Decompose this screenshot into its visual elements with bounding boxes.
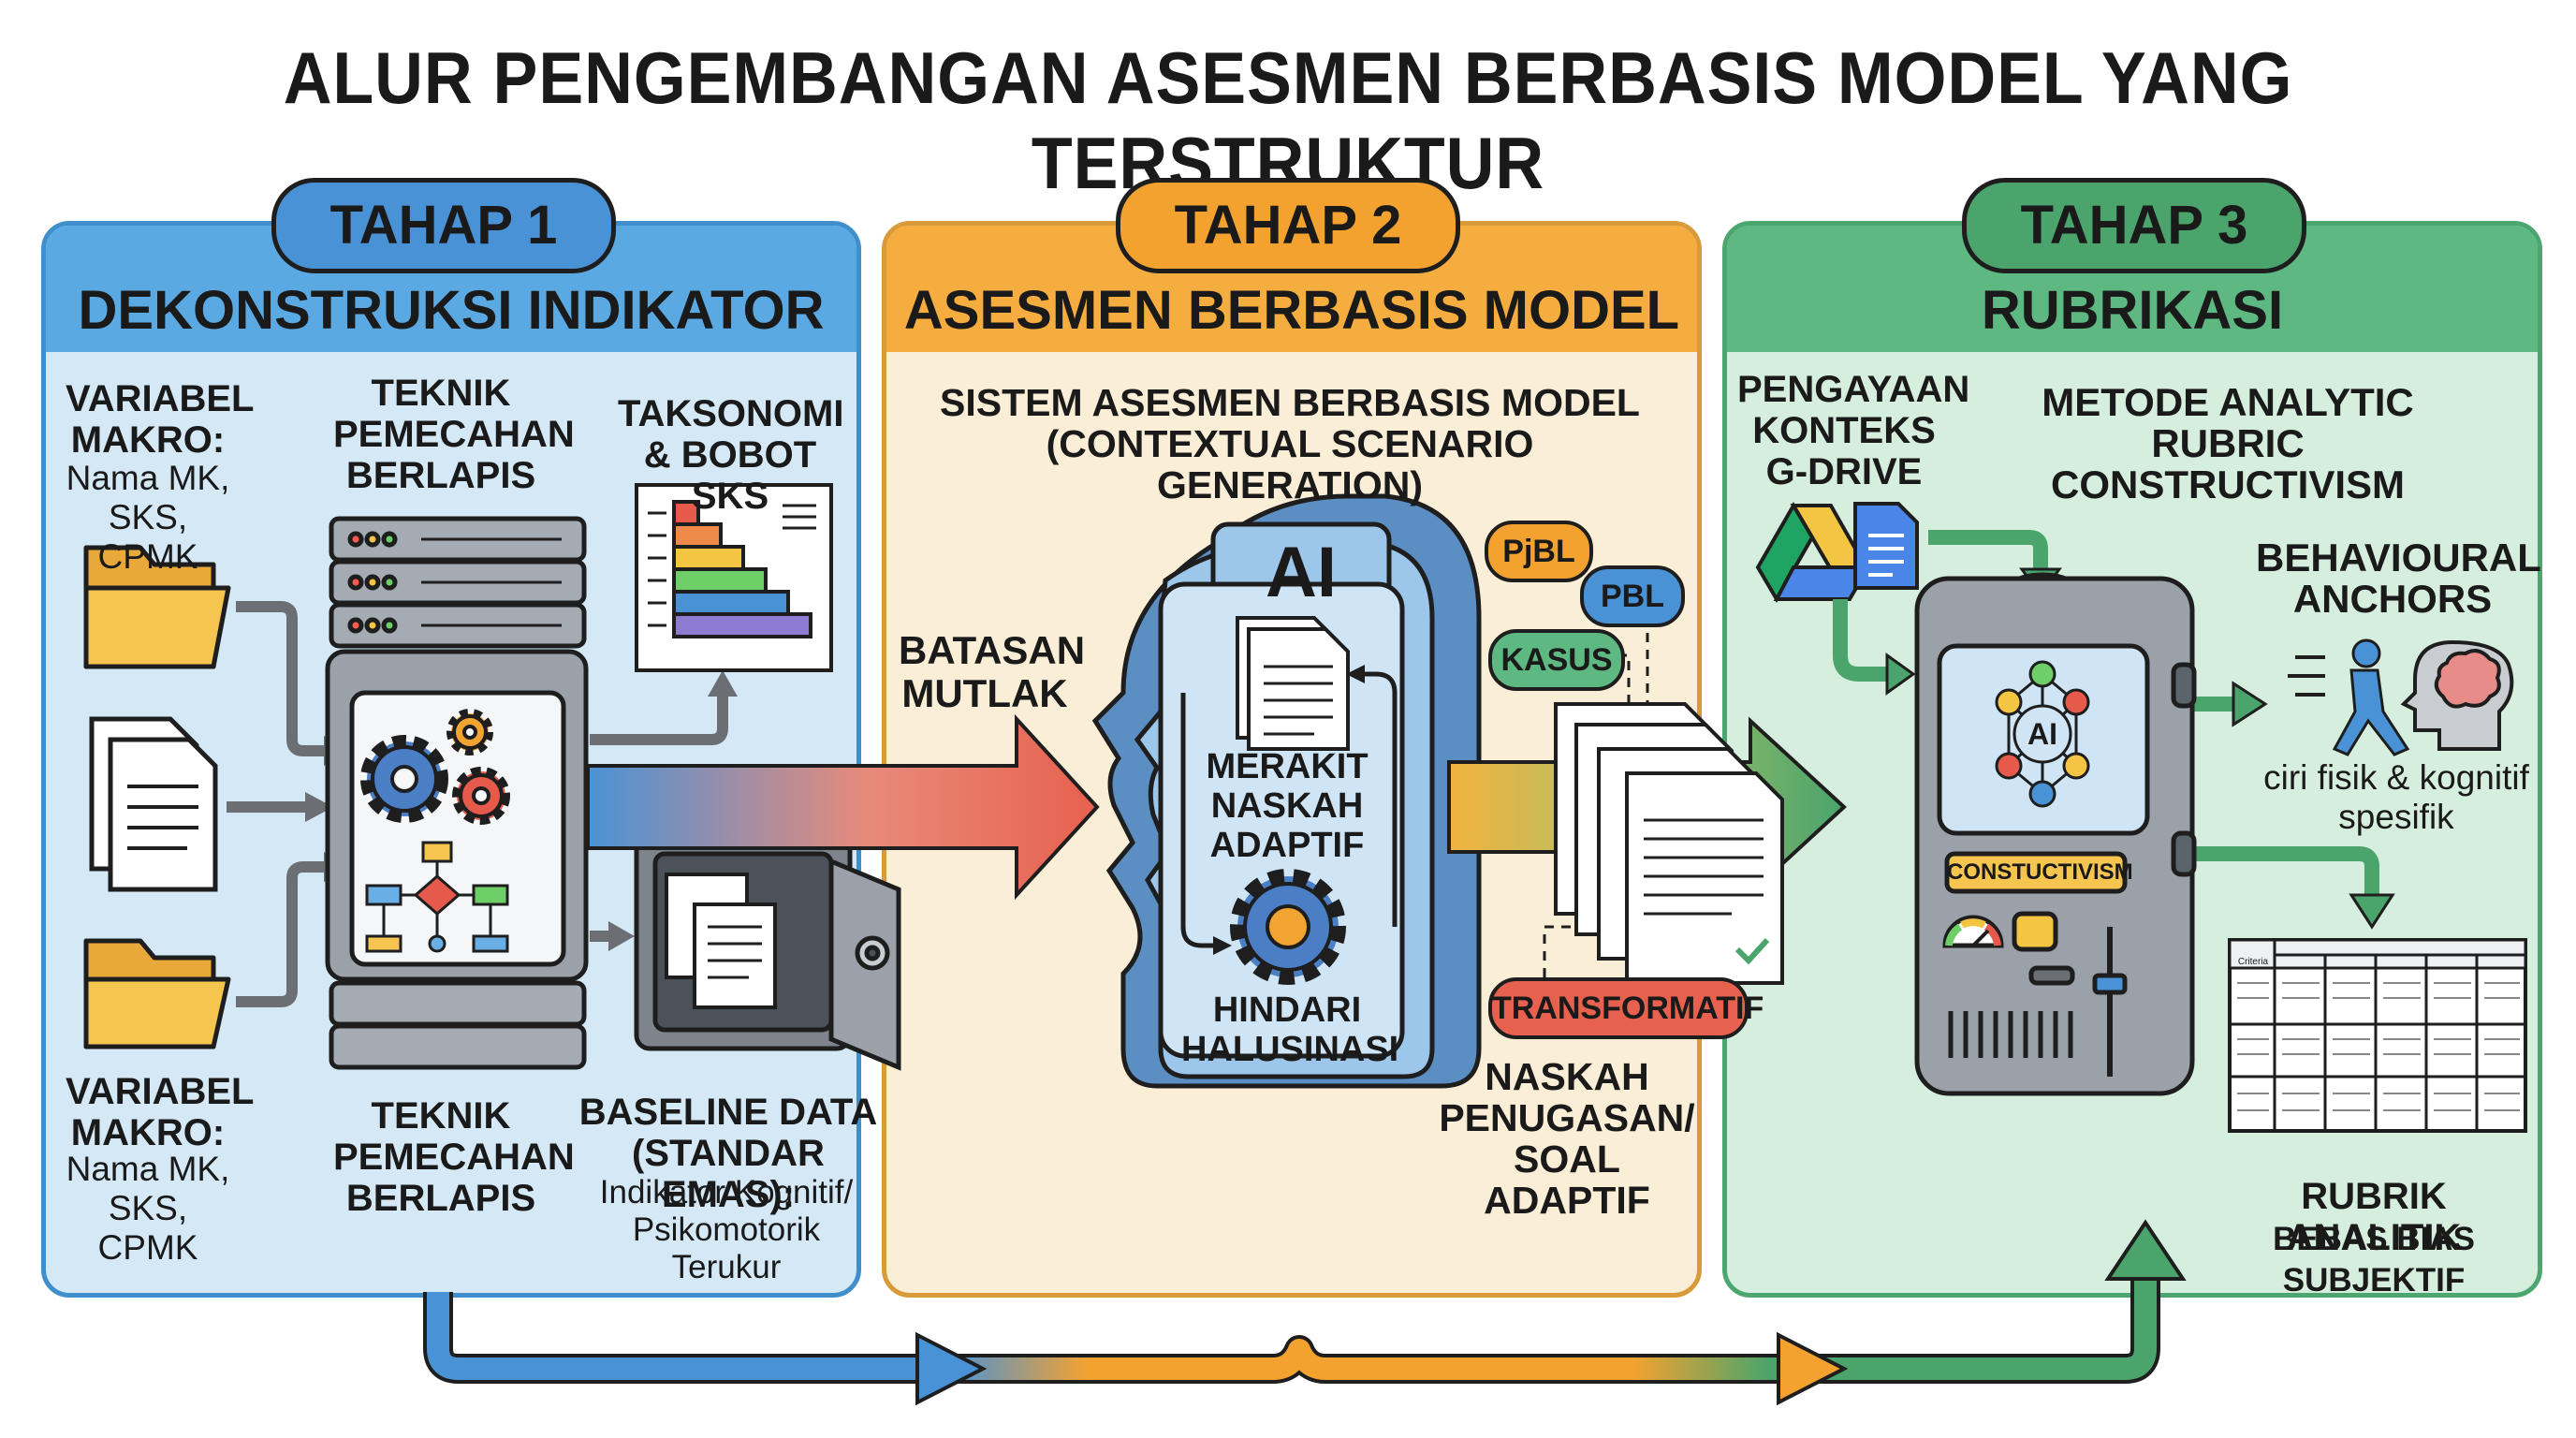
tag-kasus: KASUS [1488, 629, 1625, 691]
stage1-title: DEKONSTRUKSI INDIKATOR [78, 280, 825, 341]
walking-person-icon [2288, 638, 2410, 756]
safe-icon [634, 832, 901, 1071]
hindari-label: HINDARI HALUSINASI [1181, 990, 1399, 1069]
ai-node-label: AI [2027, 717, 2057, 751]
stage1-pill: TAHAP 1 [271, 178, 616, 273]
document-icon [1236, 616, 1350, 751]
taksonomi-label: TAKSONOMI & BOBOT SKS [618, 393, 844, 517]
merakit-label: MERAKIT NASKAH ADAPTIF [1206, 747, 1368, 865]
folder-icon [83, 545, 231, 669]
stage3-pill: TAHAP 3 [1962, 178, 2306, 273]
baseline-heading: BASELINE DATA (STANDAR EMAS): [578, 1092, 878, 1215]
document-icon [1554, 702, 1784, 985]
ai-label: AI [1266, 533, 1337, 612]
bar-chart-icon [635, 483, 833, 672]
var-makro-bottom-heading: VARIABEL MAKRO: [66, 1071, 255, 1153]
behavioural-anchors-label: BEHAVIOURAL ANCHORS [2256, 536, 2541, 621]
checkmark-icon [1734, 937, 1770, 965]
up-arrow [590, 693, 728, 745]
pengayaan-label: PENGAYAAN KONTEKS G-DRIVE [1737, 369, 1970, 492]
metode-label: METODE ANALYTIC RUBRIC CONSTRUCTIVISM [2042, 380, 2414, 506]
flowchart-icon [365, 841, 509, 953]
tag-transformatif: TRANSFORMATIF [1488, 977, 1764, 1039]
tag-pjbl: PjBL [1485, 521, 1593, 582]
stage2-title: ASESMEN BERBASIS MODEL [903, 280, 1680, 341]
var-makro-top-heading: VARIABEL MAKRO: [66, 378, 255, 461]
stage2-pill: TAHAP 2 [1116, 178, 1460, 273]
rubric-table-header: Criteria [2237, 957, 2269, 967]
page-title: ALUR PENGEMBANGAN ASESMEN BERBASIS MODEL… [283, 37, 2293, 204]
teknik-pemecahan-top: TEKNIK PEMECAHAN BERLAPIS [333, 373, 575, 496]
gears-icon [360, 709, 510, 825]
document-icon [89, 716, 218, 892]
big-flow-arrow [586, 713, 1100, 901]
input-arrows [227, 601, 328, 1007]
ciri-label: ciri fisik & kognitif spesifik [2263, 758, 2529, 836]
tag-pbl: PBL [1580, 565, 1685, 627]
ai-network-icon [1995, 660, 2090, 808]
rubric-table-icon [2228, 938, 2527, 1133]
rubrik-subtitle: BEBAS BIAS SUBJEKTIF [2273, 1221, 2475, 1299]
constuctivism-label: CONSTUCTIVISM [1947, 859, 2133, 885]
google-drive-icon [1755, 502, 1872, 603]
system-label: SISTEM ASESMEN BERBASIS MODEL (CONTEXTUA… [940, 381, 1640, 506]
baseline-text: Indikator Kognitif/ Psikomotorik Terukur [599, 1174, 854, 1285]
batasan-mutlak-label: BATASAN MUTLAK [899, 628, 1086, 715]
brain-head-icon [2400, 639, 2514, 751]
google-docs-icon [1853, 502, 1919, 590]
teknik-pemecahan-bottom: TEKNIK PEMECAHAN BERLAPIS [333, 1095, 575, 1219]
stage3-title: RUBRIKASI [1981, 280, 2284, 341]
gear-icon [1230, 869, 1346, 985]
var-makro-top-text: Nama MK, SKS, CPMK [66, 459, 230, 576]
rubrik-analitik-label: RUBRIK ANALITIK [2286, 1176, 2462, 1258]
naskah-label: NASKAH PENUGASAN/ SOAL ADAPTIF [1439, 1055, 1695, 1222]
ai-machine-icon [1914, 572, 2197, 1096]
var-makro-bottom-text: Nama MK, SKS, CPMK [66, 1150, 230, 1267]
folder-icon [83, 938, 231, 1049]
